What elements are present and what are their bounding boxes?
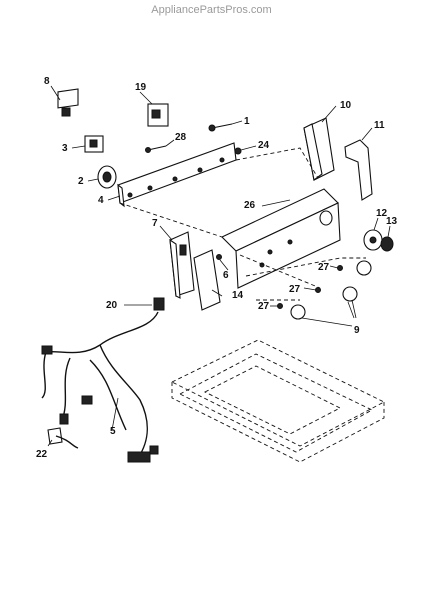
part-19-switch <box>139 91 169 127</box>
callout-3: 3 <box>62 143 68 154</box>
cabinet-top-outline <box>170 339 385 463</box>
part-11-endcap <box>344 127 373 201</box>
callout-11: 11 <box>374 120 385 131</box>
callout-20: 20 <box>106 300 118 311</box>
part-5-harness <box>41 311 159 463</box>
callout-13: 13 <box>386 216 398 227</box>
callout-24: 24 <box>258 140 270 151</box>
part-13-knob <box>380 225 394 252</box>
callout-1: 1 <box>244 116 250 127</box>
part-4-bracket <box>107 142 237 208</box>
callout-7: 7 <box>152 218 158 229</box>
part-10-endcap <box>303 105 337 181</box>
part-9-knobs <box>270 260 372 327</box>
part-3-switch <box>71 135 104 153</box>
callout-4: 4 <box>98 195 104 206</box>
part-2-timer <box>87 165 117 189</box>
part-28-screw <box>145 139 175 153</box>
part-7-bracket <box>159 225 195 299</box>
callout-26: 26 <box>244 200 256 211</box>
part-8-switch <box>50 85 79 117</box>
callout-10: 10 <box>340 100 352 111</box>
callout-27-a: 27 <box>318 262 330 273</box>
callout-12: 12 <box>376 208 388 219</box>
callout-2: 2 <box>78 176 84 187</box>
callout-27-b: 27 <box>289 284 301 295</box>
part-26-console <box>221 188 341 289</box>
callout-27-c: 27 <box>258 301 270 312</box>
part-20-connector <box>124 297 165 311</box>
callout-6: 6 <box>223 270 229 281</box>
watermark: AppliancePartsPros.com <box>151 4 272 16</box>
callout-5: 5 <box>110 426 116 437</box>
callout-8: 8 <box>44 76 50 87</box>
part-14-bracket <box>193 249 223 311</box>
callout-14: 14 <box>232 290 244 301</box>
callout-19: 19 <box>135 82 147 93</box>
part-24-screw <box>234 145 257 155</box>
callout-9: 9 <box>354 325 360 336</box>
part-6-screw <box>216 254 229 271</box>
part-12-knob <box>363 217 383 251</box>
callout-22: 22 <box>36 449 48 460</box>
callout-28: 28 <box>175 132 187 143</box>
part-1-screw <box>208 120 243 132</box>
part-22-terminal <box>47 427 79 449</box>
